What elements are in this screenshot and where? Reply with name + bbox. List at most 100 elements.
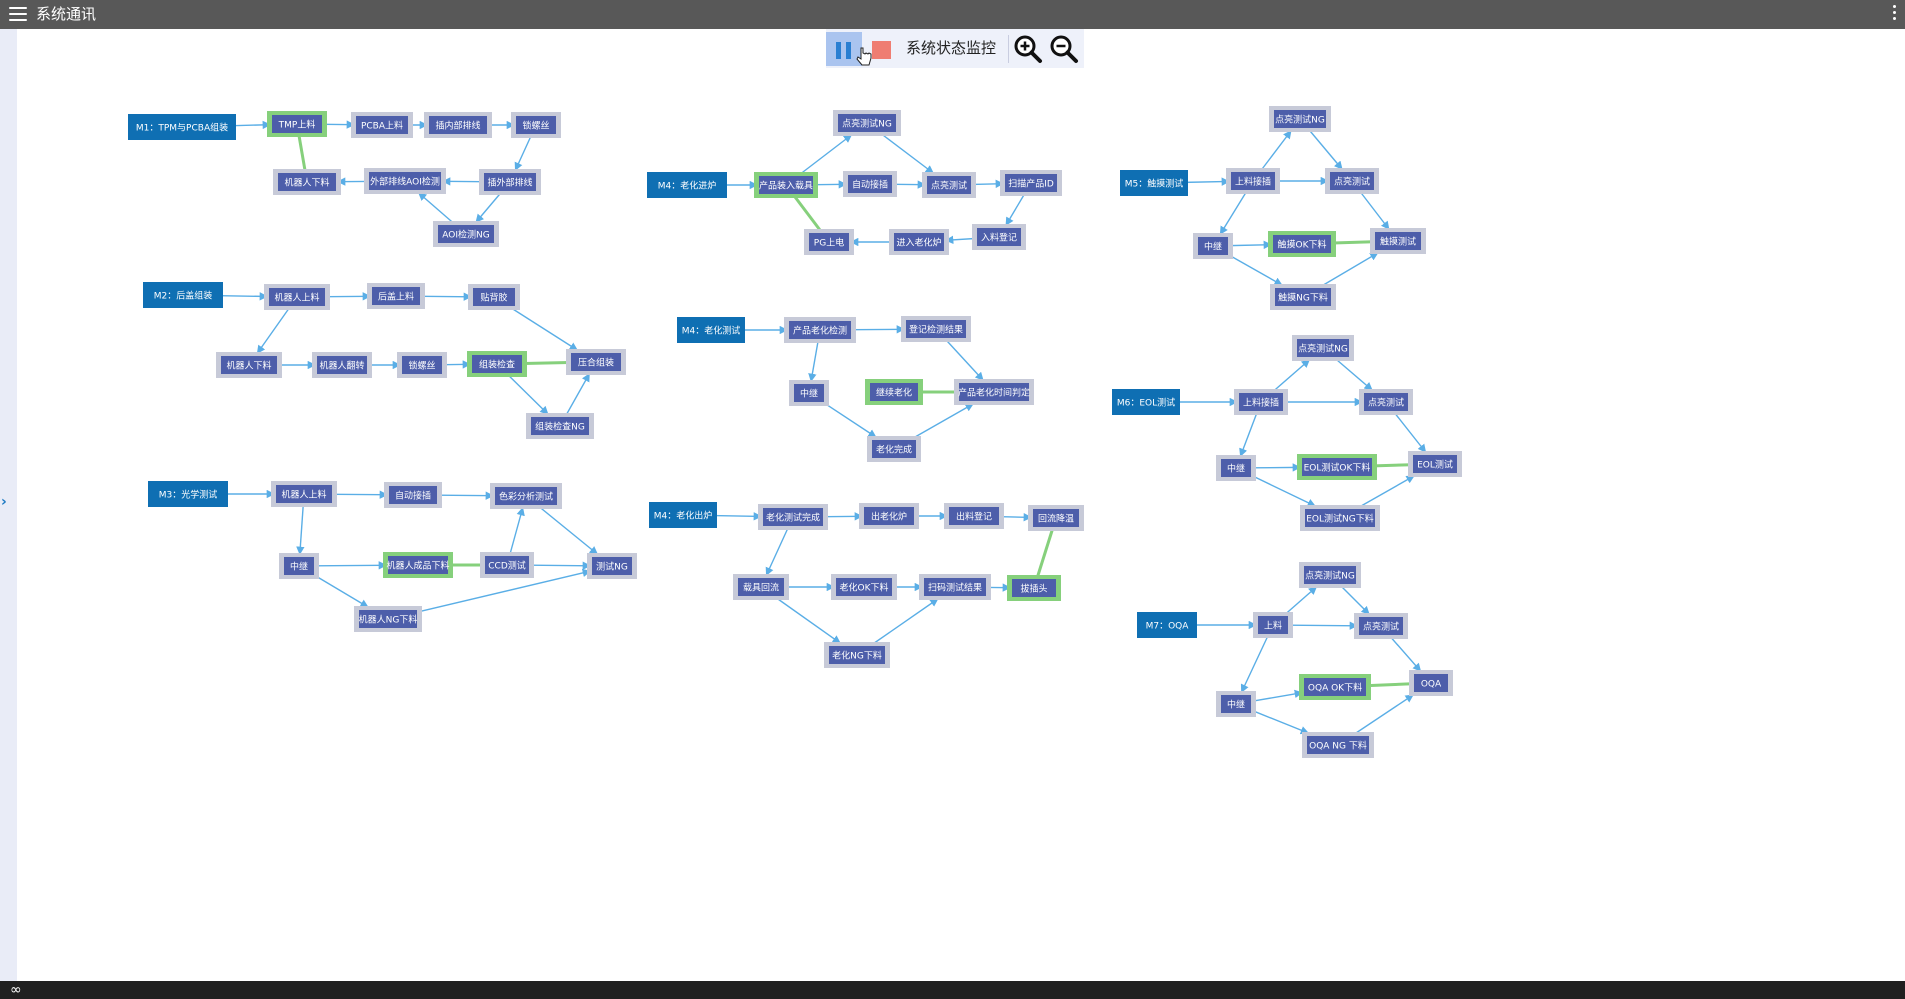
pause-button[interactable] bbox=[826, 32, 862, 66]
module-head-m6[interactable]: M6：EOL测试 bbox=[1112, 389, 1180, 415]
process-node-m5-okdown[interactable]: 触摸OK下料 bbox=[1268, 231, 1336, 257]
process-node-m7-up[interactable]: 上料 bbox=[1253, 612, 1293, 638]
module-head-m2[interactable]: M2：后盖组装 bbox=[143, 282, 223, 308]
process-node-m4a-light[interactable]: 点亮测试 bbox=[922, 172, 976, 198]
node-label: 上料 bbox=[1264, 620, 1282, 632]
hamburger-menu-icon[interactable] bbox=[9, 7, 27, 22]
process-node-m4c-done[interactable]: 老化测试完成 bbox=[758, 504, 828, 530]
process-node-m6-okdown[interactable]: EOL测试OK下料 bbox=[1297, 454, 1377, 480]
process-node-m3-ccd[interactable]: CCD测试 bbox=[480, 552, 534, 578]
process-node-m5-light[interactable]: 点亮测试 bbox=[1325, 168, 1379, 194]
process-node-m5-ngdown[interactable]: 触摸NG下料 bbox=[1270, 284, 1336, 310]
node-label: EOL测试NG下料 bbox=[1306, 513, 1374, 525]
process-node-m7-lightng[interactable]: 点亮测试NG bbox=[1299, 562, 1361, 588]
process-node-m6-light[interactable]: 点亮测试 bbox=[1359, 389, 1413, 415]
toolbar-divider bbox=[1008, 35, 1009, 63]
process-node-m4c-carrier[interactable]: 载具回流 bbox=[733, 574, 789, 600]
process-node-m4a-load[interactable]: 产品装入载具 bbox=[754, 172, 818, 198]
process-node-m6-ngdown[interactable]: EOL测试NG下料 bbox=[1300, 505, 1380, 531]
process-node-m4a-lightng[interactable]: 点亮测试NG bbox=[833, 110, 901, 136]
module-head-m3[interactable]: M3：光学测试 bbox=[148, 481, 228, 507]
process-node-m1-screw[interactable]: 锁螺丝 bbox=[511, 112, 561, 138]
stop-button[interactable] bbox=[872, 41, 891, 59]
process-node-m1-inner[interactable]: 插内部排线 bbox=[424, 112, 492, 138]
app-title: 系统通讯 bbox=[36, 5, 97, 23]
process-node-m4c-unplug[interactable]: 拔插头 bbox=[1007, 575, 1061, 601]
process-node-m3-auto[interactable]: 自动接插 bbox=[384, 482, 442, 508]
process-node-m4b-done[interactable]: 老化完成 bbox=[867, 436, 921, 462]
infinity-logo-icon: ∞ bbox=[10, 982, 22, 998]
process-node-m4a-reg[interactable]: 入料登记 bbox=[972, 224, 1026, 250]
process-node-m4b-record[interactable]: 登记检测结果 bbox=[901, 316, 971, 342]
process-node-m2-rup[interactable]: 机器人上料 bbox=[264, 284, 330, 310]
process-node-m2-screw[interactable]: 锁螺丝 bbox=[397, 352, 447, 378]
process-node-m4c-scan[interactable]: 扫码测试结果 bbox=[919, 574, 991, 600]
process-node-m2-rdown[interactable]: 机器人下料 bbox=[216, 352, 282, 378]
flow-links bbox=[219, 120, 1427, 735]
process-node-m3-okdown[interactable]: 机器人成品下料 bbox=[383, 552, 453, 578]
process-node-m5-lightng[interactable]: 点亮测试NG bbox=[1269, 106, 1331, 132]
process-node-m7-light[interactable]: 点亮测试 bbox=[1354, 613, 1408, 639]
process-node-m3-rup[interactable]: 机器人上料 bbox=[271, 481, 337, 507]
process-node-m3-ng[interactable]: 测试NG bbox=[587, 553, 637, 579]
process-node-m1-tmp[interactable]: TMP上料 bbox=[267, 111, 327, 137]
process-node-m7-ngdown[interactable]: OQA NG 下料 bbox=[1302, 732, 1374, 758]
process-node-m1-pcba[interactable]: PCBA上料 bbox=[351, 112, 413, 138]
module-head-m7[interactable]: M7：OQA bbox=[1137, 612, 1197, 638]
process-node-m5-relay[interactable]: 中继 bbox=[1193, 233, 1233, 259]
process-node-m6-relay[interactable]: 中继 bbox=[1216, 455, 1256, 481]
process-node-m7-relay[interactable]: 中继 bbox=[1216, 691, 1256, 717]
process-node-m3-color[interactable]: 色彩分析测试 bbox=[490, 483, 562, 509]
process-node-m4b-timeout[interactable]: 产品老化时间判定 bbox=[954, 379, 1034, 405]
process-node-m1-robot[interactable]: 机器人下料 bbox=[273, 169, 341, 195]
process-node-m6-lightng[interactable]: 点亮测试NG bbox=[1292, 335, 1354, 361]
process-node-m2-checkng[interactable]: 组装检查NG bbox=[526, 413, 594, 439]
side-drawer-handle[interactable]: › bbox=[0, 29, 17, 981]
process-node-m6-eol[interactable]: EOL测试 bbox=[1408, 451, 1462, 477]
process-node-m3-ngdown[interactable]: 机器人NG下料 bbox=[354, 606, 422, 632]
process-node-m4c-out[interactable]: 出老化炉 bbox=[859, 503, 919, 529]
node-label: 点亮测试NG bbox=[1305, 570, 1355, 582]
node-label: 拔插头 bbox=[1020, 583, 1047, 595]
process-node-m3-relay[interactable]: 中继 bbox=[279, 553, 319, 579]
process-node-m4b-relay[interactable]: 中继 bbox=[789, 380, 829, 406]
process-node-m7-oqa[interactable]: OQA bbox=[1409, 670, 1453, 696]
zoom-in-icon[interactable] bbox=[1012, 33, 1044, 65]
flow-link-m3-color-ng bbox=[540, 507, 599, 555]
process-node-m4c-ngdown[interactable]: 老化NG下料 bbox=[824, 642, 890, 668]
process-node-m5-up[interactable]: 上料接插 bbox=[1226, 168, 1280, 194]
flow-link-m6-up-lightng bbox=[1274, 359, 1311, 391]
process-node-m4b-detect[interactable]: 产品老化检测 bbox=[784, 317, 856, 343]
process-node-m4c-back[interactable]: 回流降温 bbox=[1028, 505, 1084, 531]
process-node-m2-press[interactable]: 压合组装 bbox=[566, 349, 626, 375]
node-label: 中继 bbox=[800, 388, 818, 400]
process-node-m5-touch[interactable]: 触摸测试 bbox=[1370, 228, 1426, 254]
node-label: M2：后盖组装 bbox=[154, 290, 213, 302]
process-node-m6-up[interactable]: 上料接插 bbox=[1234, 389, 1288, 415]
process-node-m1-outer[interactable]: 插外部排线 bbox=[479, 169, 541, 195]
process-node-m4a-pg[interactable]: PG上电 bbox=[804, 229, 854, 255]
process-node-m2-rflip[interactable]: 机器人翻转 bbox=[312, 352, 372, 378]
process-node-m2-cover[interactable]: 后盖上料 bbox=[367, 283, 425, 309]
module-head-m4a[interactable]: M4：老化进炉 bbox=[647, 172, 727, 198]
zoom-out-icon[interactable] bbox=[1048, 33, 1080, 65]
process-node-m4a-enter[interactable]: 进入老化炉 bbox=[889, 229, 949, 255]
process-node-m4a-auto[interactable]: 自动接插 bbox=[843, 171, 897, 197]
process-node-m2-glue[interactable]: 贴背胶 bbox=[468, 284, 520, 310]
process-node-m4c-okdown[interactable]: 老化OK下料 bbox=[831, 574, 897, 600]
module-head-m1[interactable]: M1：TPM与PCBA组装 bbox=[128, 114, 236, 140]
process-node-m4a-scan[interactable]: 扫描产品ID bbox=[1000, 170, 1062, 196]
process-node-m7-okdown[interactable]: OQA OK下料 bbox=[1299, 674, 1371, 700]
module-head-m5[interactable]: M5：触摸测试 bbox=[1120, 170, 1188, 196]
process-node-m1-aoing[interactable]: AOI检测NG bbox=[433, 221, 499, 247]
chevron-right-icon[interactable]: › bbox=[1, 494, 7, 510]
process-node-m1-aoi[interactable]: 外部排线AOI检测 bbox=[364, 168, 446, 194]
process-node-m4c-reg[interactable]: 出料登记 bbox=[944, 503, 1004, 529]
process-node-m4b-cont[interactable]: 继续老化 bbox=[865, 379, 923, 405]
module-head-m4b[interactable]: M4：老化测试 bbox=[677, 317, 745, 343]
process-node-m2-check[interactable]: 组装检查 bbox=[467, 351, 527, 377]
module-head-m4c[interactable]: M4：老化出炉 bbox=[649, 502, 717, 528]
node-label: 上料接插 bbox=[1235, 176, 1271, 188]
kebab-menu-icon[interactable] bbox=[1893, 5, 1897, 23]
